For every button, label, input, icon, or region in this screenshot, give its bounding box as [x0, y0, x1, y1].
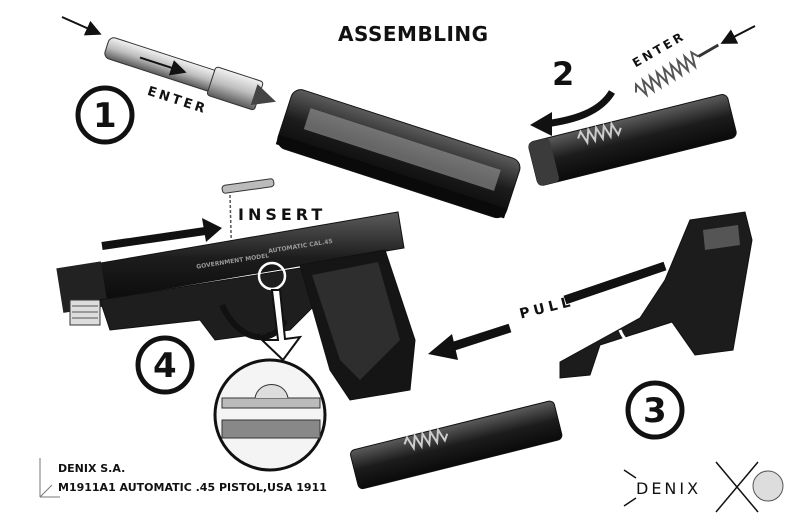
frame-part-step3	[559, 211, 753, 379]
step3-circle	[625, 380, 685, 440]
barrel-part	[104, 37, 276, 111]
zoom-callout-arrow	[259, 289, 303, 362]
step3-arrowhead	[428, 334, 458, 360]
brand-mark	[623, 461, 784, 513]
page-title: ASSEMBLING	[338, 22, 489, 46]
step3-group	[350, 211, 753, 490]
step4-group	[56, 178, 416, 472]
axis-glyph	[39, 458, 60, 498]
step3-number: 3	[643, 391, 667, 431]
slide-stop-part	[221, 178, 275, 194]
brand-seal	[752, 470, 784, 502]
step1-group	[61, 16, 521, 219]
step4-number: 4	[153, 346, 177, 386]
step3-upper-arrow-line	[563, 261, 667, 305]
step1-number: 1	[93, 96, 117, 136]
step2-number: 2	[552, 55, 575, 93]
footer-model: M1911A1 AUTOMATIC .45 PISTOL,USA 1911	[58, 481, 327, 494]
zoom-inset	[213, 358, 327, 472]
step2-curved-arrow	[544, 90, 615, 128]
slide-part-step2	[528, 94, 737, 186]
step1-circle	[75, 85, 135, 145]
step4-insert-arrow	[101, 226, 213, 250]
step4-circle	[135, 335, 195, 395]
step4-label: INSERT	[238, 205, 327, 224]
brand-logo-text: DENIX	[636, 479, 702, 498]
step2-group	[528, 25, 756, 186]
slide-part-step3	[350, 400, 563, 490]
pistol-step4	[56, 211, 416, 401]
step1-entry-arrow	[61, 16, 102, 36]
recoil-spring	[634, 43, 720, 98]
footer-company: DENIX S.A.	[58, 462, 126, 475]
slide-part-step1	[275, 89, 521, 219]
step2-entry-arrow	[720, 25, 756, 44]
